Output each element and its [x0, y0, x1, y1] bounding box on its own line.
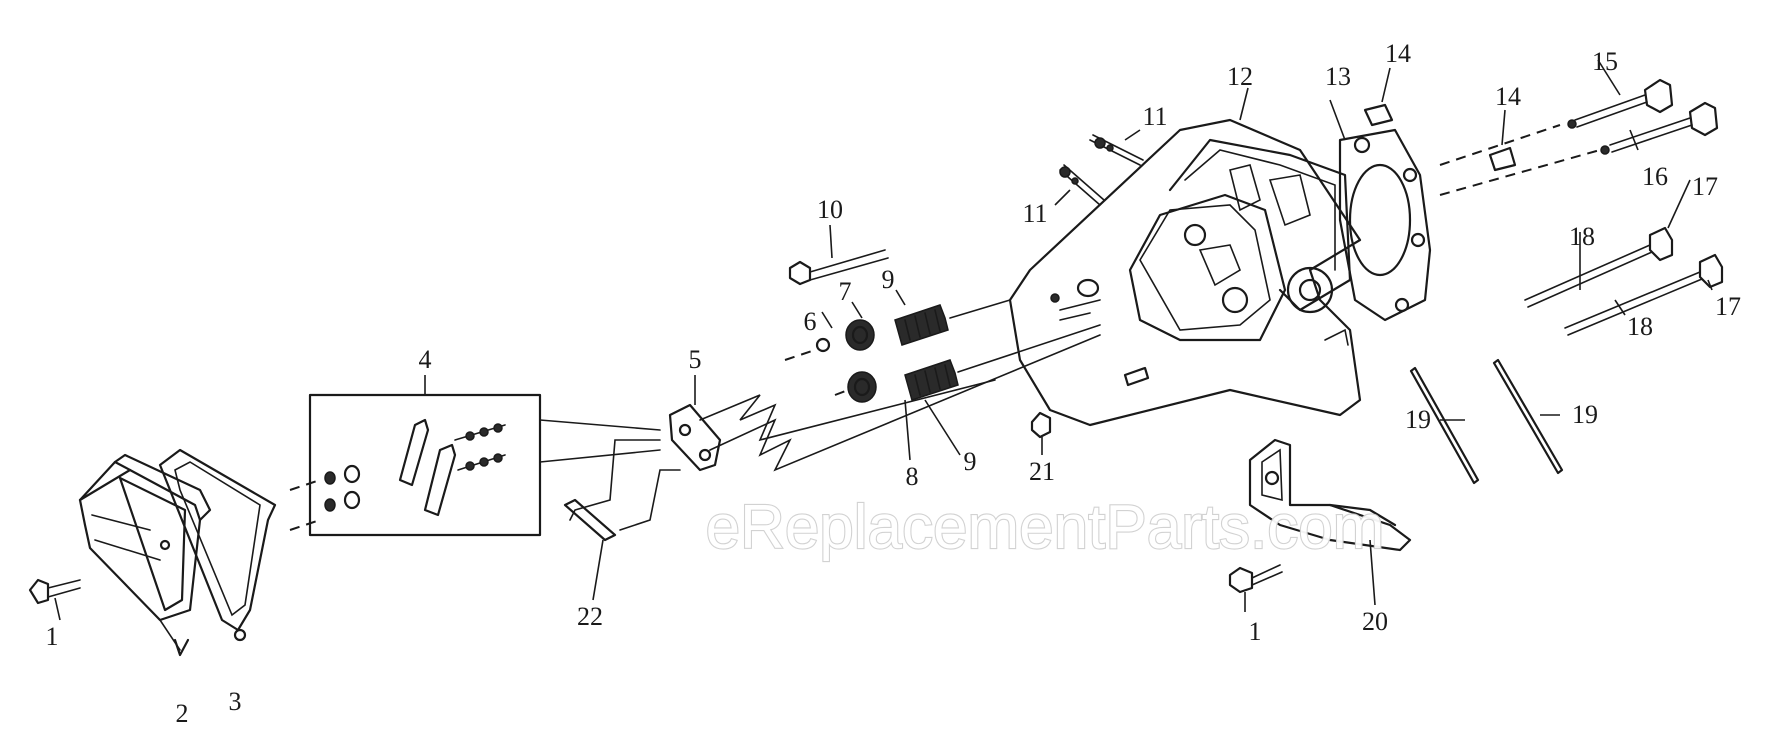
- cylinder-head: [1008, 87, 1362, 427]
- lifters-and-pushrods: [1524, 179, 1724, 336]
- callout-9-upper: 9: [882, 265, 895, 294]
- breather-bracket: [1228, 438, 1412, 612]
- pushrods-19: [1409, 358, 1564, 485]
- callout-17-upper: 17: [1692, 172, 1718, 201]
- callout-1-right: 1: [1249, 617, 1262, 646]
- callout-14-lower: 14: [1495, 82, 1521, 111]
- head-gasket: [1329, 99, 1432, 322]
- callout-11-upper: 11: [1142, 102, 1167, 131]
- callout-20: 20: [1362, 607, 1388, 636]
- valve-guides: [1363, 67, 1517, 172]
- callout-7: 7: [839, 277, 852, 306]
- valve-cover: [78, 453, 212, 657]
- pushrod-guide-plate: [563, 375, 722, 542]
- callout-6: 6: [804, 307, 817, 336]
- callout-12: 12: [1227, 62, 1253, 91]
- callout-5: 5: [689, 345, 702, 374]
- callout-21: 21: [1029, 457, 1055, 486]
- callout-9-lower: 9: [964, 447, 977, 476]
- callout-17-lower: 17: [1715, 292, 1741, 321]
- valves: [1567, 59, 1719, 155]
- callout-1: 1: [46, 622, 59, 651]
- callout-4: 4: [419, 345, 432, 374]
- callout-11-lower: 11: [1022, 199, 1047, 228]
- callout-16: 16: [1642, 162, 1668, 191]
- callout-2: 2: [176, 699, 189, 728]
- callout-22: 22: [577, 602, 603, 631]
- callout-8: 8: [906, 462, 919, 491]
- callout-14-upper: 14: [1385, 39, 1411, 68]
- nut-21: [1030, 411, 1052, 455]
- callout-19-right: 19: [1572, 400, 1598, 429]
- callout-18-lower: 18: [1627, 312, 1653, 341]
- bolt-left: [28, 578, 81, 605]
- callout-10: 10: [817, 195, 843, 224]
- callout-13: 13: [1325, 62, 1351, 91]
- head-bolt-10: [788, 224, 889, 286]
- callout-15: 15: [1592, 47, 1618, 76]
- watermark: eReplacementParts.com: [706, 493, 1385, 562]
- callout-3: 3: [229, 687, 242, 716]
- callout-19-left: 19: [1405, 405, 1431, 434]
- callout-18-upper: 18: [1569, 222, 1595, 251]
- valve-spring-set: [784, 289, 1101, 461]
- head-bolts-11: [1054, 129, 1144, 206]
- valve-cover-gasket: [158, 448, 277, 642]
- rocker-arm-assembly: [308, 375, 542, 537]
- callout-labels: 1 2 3 4 5 6 7 8 9 9 10 11 11 12 13 14 14…: [46, 39, 1742, 728]
